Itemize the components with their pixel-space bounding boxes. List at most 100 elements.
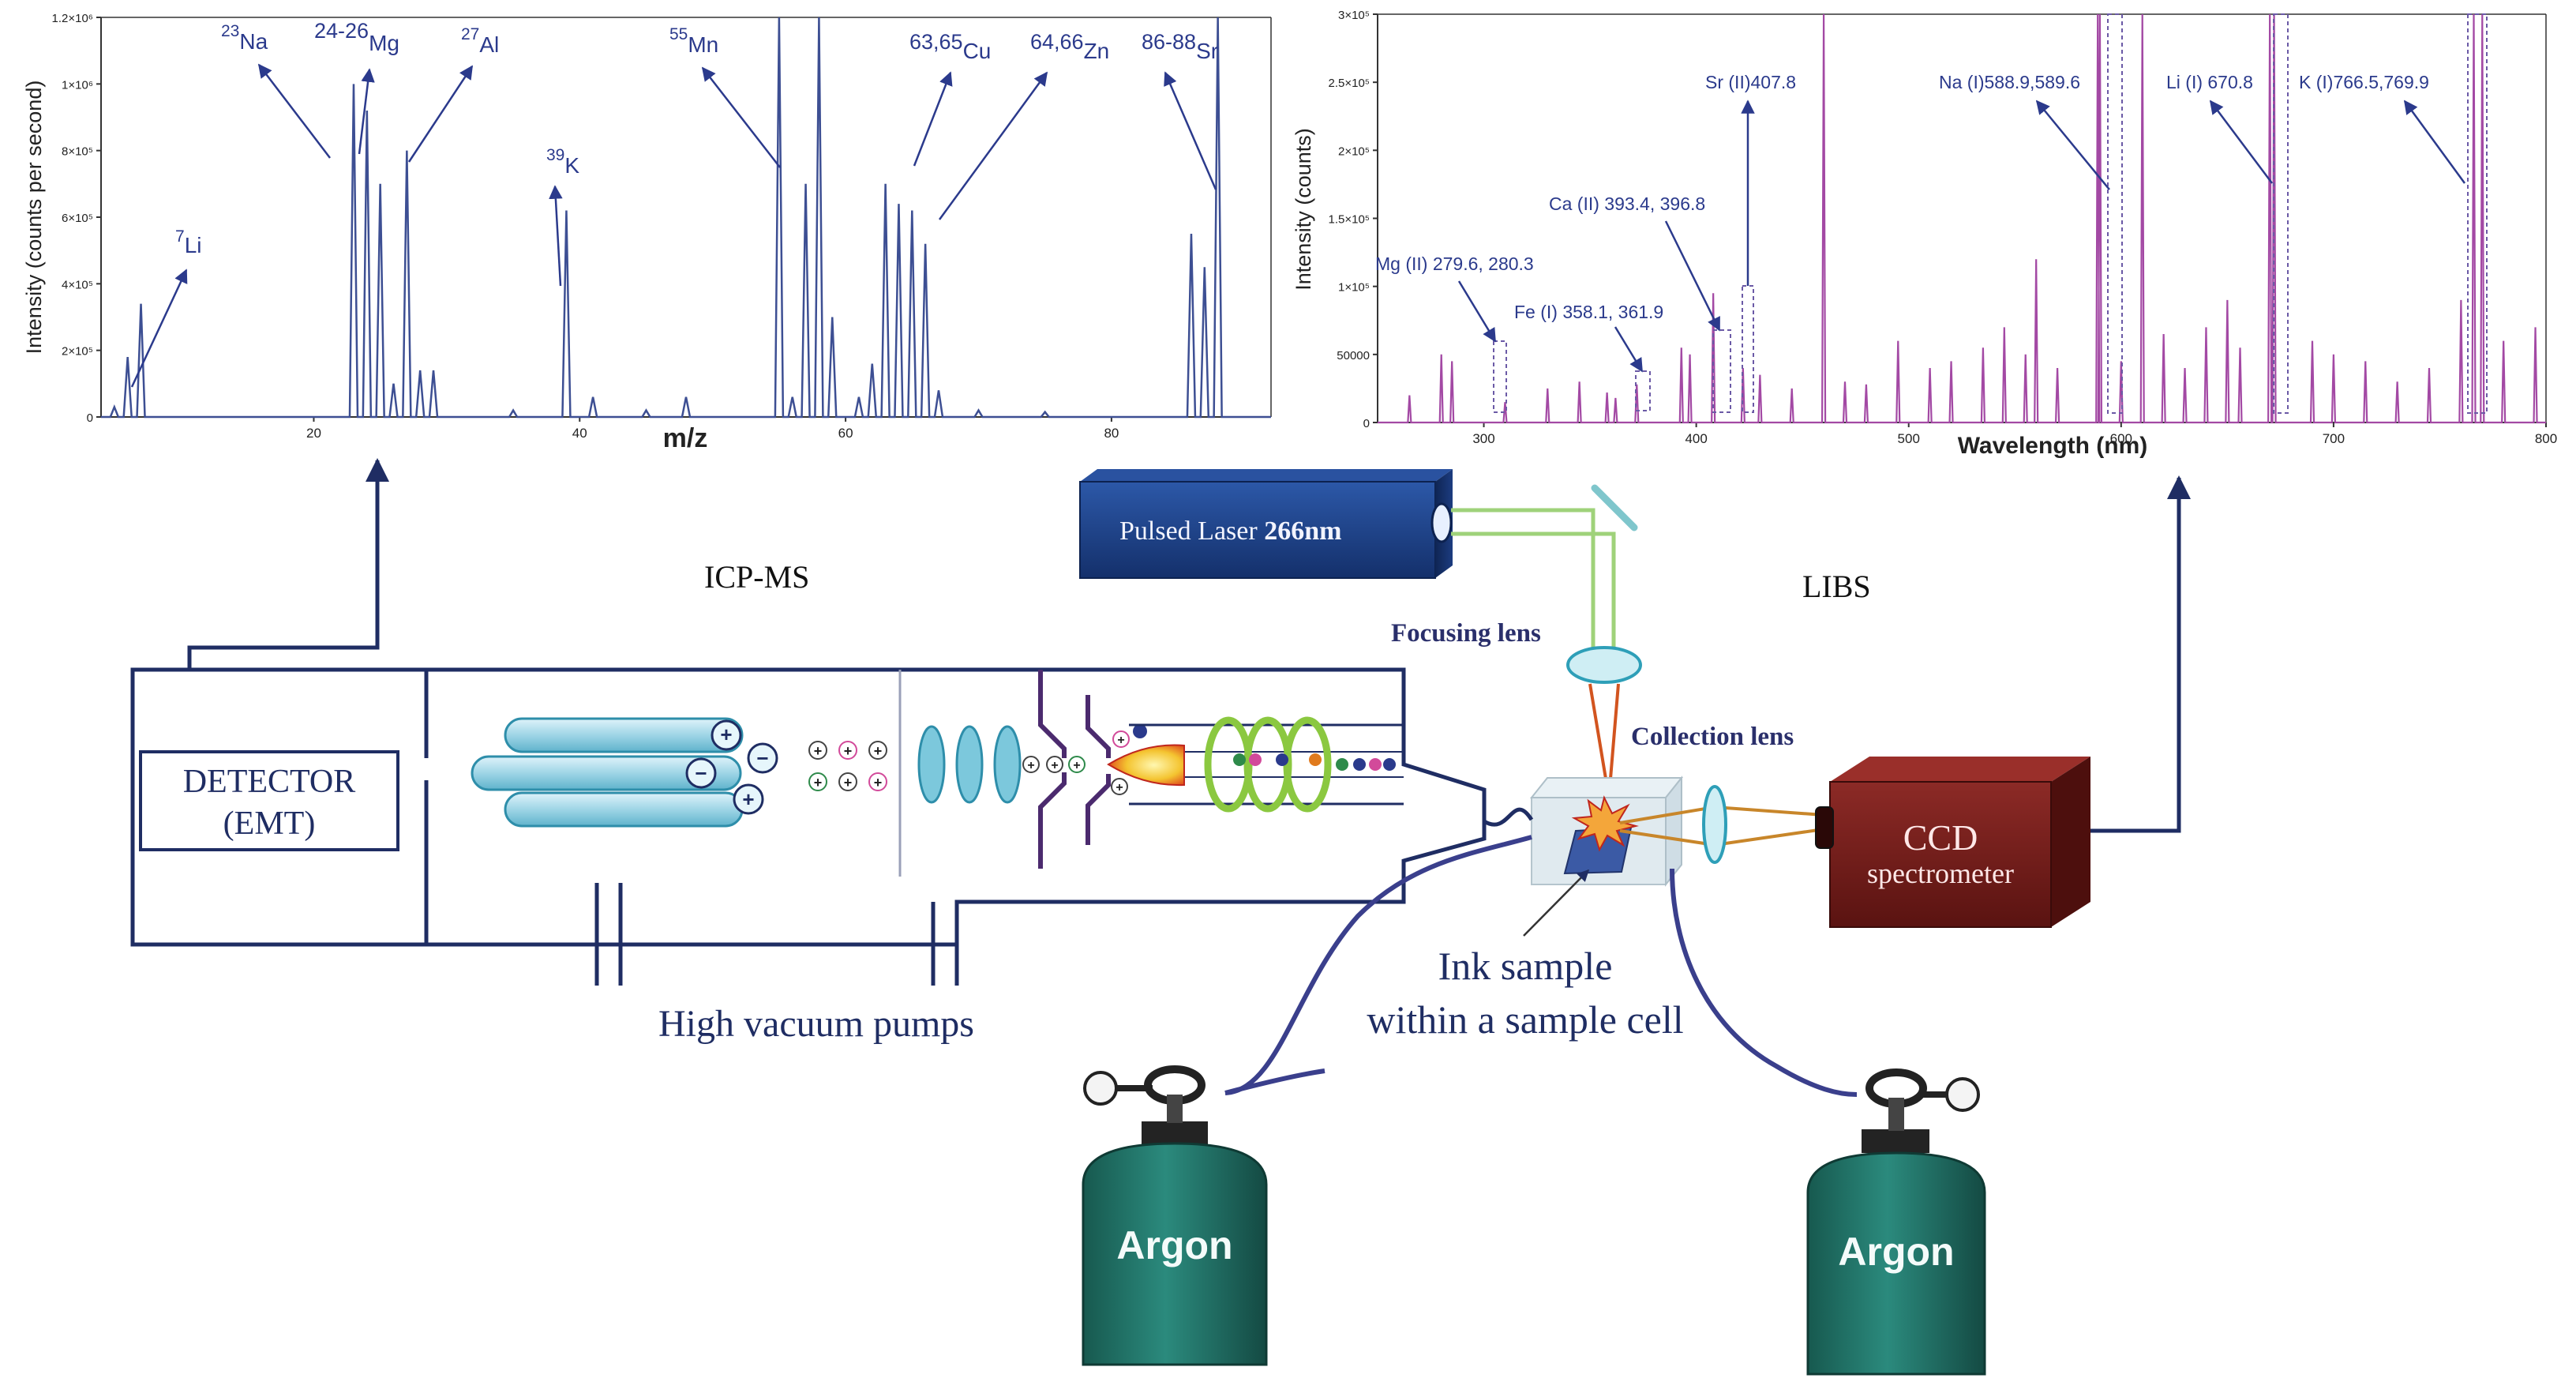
svg-text:−: −	[756, 746, 768, 770]
ms-annotation-element: Al	[479, 32, 499, 57]
detector-label-line2: (EMT)	[223, 806, 316, 842]
ms-annotation-mass: 63,65	[909, 30, 963, 54]
libs-annotation-arrow	[1457, 280, 1497, 343]
libs-highlight-sr	[1742, 285, 1754, 413]
ms-annotation-element: K	[564, 153, 579, 178]
svg-text:+: +	[844, 775, 853, 791]
libs-y-tick-label: 1×10⁵	[1338, 281, 1370, 295]
ms-y-tick-label: 6×10⁵	[62, 212, 93, 225]
ms-annotation-arrow	[938, 71, 1048, 220]
libs-annotation-arrow	[2209, 100, 2273, 184]
argon-cylinder-right: Argon	[1670, 868, 1986, 1376]
libs-annotation-fe: Fe (I) 358.1, 361.9	[1514, 302, 1663, 322]
svg-text:+: +	[1051, 759, 1058, 772]
ms-annotation-mass: 27	[461, 25, 479, 43]
interface-ions-icon: + + + + +	[1022, 724, 1147, 795]
laser-label: Pulsed Laser 266nm	[1119, 516, 1341, 546]
libs-annotation-arrow	[2035, 100, 2110, 190]
ms-annotation-al: 27Al	[407, 25, 499, 163]
ms-y-tick-label: 2×10⁵	[62, 345, 93, 359]
svg-text:+: +	[844, 743, 853, 759]
ms-annotation-cu: 63,65Cu	[909, 30, 992, 167]
ms-annotation-element: Zn	[1084, 39, 1110, 63]
argon-left-label: Argon	[1116, 1223, 1232, 1267]
libs-highlight-li	[2273, 13, 2289, 414]
libs-annotation-arrow	[2403, 100, 2466, 184]
ms-annotation-mass: 24-26	[314, 19, 369, 43]
libs-annotation-k: K (I)766.5,769.9	[2299, 72, 2429, 92]
libs-highlight-k	[2467, 13, 2488, 414]
ms-x-tick-label: 40	[572, 426, 587, 441]
ms-annotation-element: Na	[239, 29, 268, 54]
svg-text:23Na: 23Na	[221, 22, 268, 54]
argon-right-label: Argon	[1838, 1230, 1954, 1274]
svg-text:+: +	[1116, 781, 1123, 794]
ms-annotation-arrow	[358, 68, 375, 155]
libs-y-tick-label: 50000	[1337, 349, 1370, 362]
collection-lens-label: Collection lens	[1631, 723, 1794, 751]
libs-y-tick-label: 1.5×10⁵	[1328, 213, 1370, 227]
libs-x-tick-label: 800	[2535, 431, 2557, 446]
ms-annotation-arrow	[701, 66, 781, 168]
svg-text:−: −	[695, 761, 707, 785]
libs-y-label: Intensity (counts)	[1292, 128, 1315, 291]
detector-label-line1: DETECTOR	[183, 764, 356, 800]
pressure-gauge-icon	[1945, 1077, 1980, 1112]
svg-text:+: +	[874, 775, 883, 791]
ion-beam-icon: + + + + + +	[808, 741, 887, 791]
libs-y-tick-label: 0	[1363, 417, 1370, 430]
ms-detector-to-chart-arrow	[187, 458, 389, 670]
svg-text:+: +	[814, 775, 823, 791]
ms-y-label: Intensity (counts per second)	[22, 81, 46, 355]
ccd-label-line1: CCD	[1903, 817, 1978, 858]
sample-aerosol-icon	[1233, 753, 1396, 771]
libs-y-tick-label: 3×10⁵	[1338, 9, 1370, 22]
libs-annotation-ca: Ca (II) 393.4, 396.8	[1549, 193, 1705, 214]
sampler-cones-icon	[1038, 670, 1111, 869]
svg-text:55Mn: 55Mn	[669, 25, 718, 57]
libs-highlight-ca	[1712, 329, 1731, 413]
libs-annotation-arrow	[1614, 326, 1644, 373]
libs-x-label: Wavelength (nm)	[1958, 433, 2148, 459]
ms-annotation-k: 39K	[546, 146, 579, 287]
ink-sample-label-line2: within a sample cell	[1367, 997, 1683, 1042]
focusing-lens-label: Focusing lens	[1391, 619, 1541, 648]
svg-text:39K: 39K	[546, 146, 579, 178]
ms-annotation-arrow	[130, 269, 188, 388]
ms-annotation-mass: 7	[175, 227, 185, 246]
pulsed-laser: Pulsed Laser 266nm	[1079, 469, 1453, 579]
ms-x-tick-label: 20	[306, 426, 321, 441]
ms-annotation-mass: 55	[669, 25, 688, 43]
ms-annotation-mg: 24-26Mg	[314, 19, 399, 155]
ms-spectrum-line	[101, 17, 1271, 419]
ms-y-tick-label: 8×10⁵	[62, 145, 93, 159]
libs-x-tick-label: 400	[1685, 431, 1707, 446]
ms-x-label: m/z	[663, 423, 708, 453]
ms-annotation-mass: 64,66	[1030, 30, 1084, 54]
libs-annotation-sr: Sr (II)407.8	[1705, 72, 1796, 92]
ion-lens-icon	[917, 725, 1022, 804]
libs-annotation-li: Li (I) 670.8	[2166, 72, 2253, 92]
ms-annotation-mass: 23	[221, 22, 239, 40]
ms-annotation-element: Cu	[963, 39, 992, 63]
libs-highlight-na	[2107, 13, 2123, 414]
sample-transfer-tube	[1483, 807, 1534, 827]
libs-x-tick-label: 700	[2323, 431, 2345, 446]
ink-sample-pointer	[1523, 869, 1590, 937]
collection-lens-icon	[1702, 785, 1727, 864]
ms-annotation-mass: 86-88	[1142, 30, 1196, 54]
ms-x-tick-label: 80	[1104, 426, 1119, 441]
ink-sample-label-line1: Ink sample	[1438, 944, 1613, 988]
svg-text:+: +	[1117, 734, 1124, 747]
ms-annotation-mass: 39	[546, 146, 564, 164]
svg-text:27Al: 27Al	[461, 25, 499, 57]
libs-label: LIBS	[1802, 569, 1871, 604]
focusing-lens-icon	[1566, 646, 1642, 684]
pressure-gauge-icon	[1083, 1071, 1118, 1106]
svg-text:+: +	[814, 743, 823, 759]
svg-text:+: +	[874, 743, 883, 759]
svg-text:64,66Zn: 64,66Zn	[1030, 30, 1109, 63]
ms-y-tick-label: 1.2×10⁶	[52, 12, 93, 25]
